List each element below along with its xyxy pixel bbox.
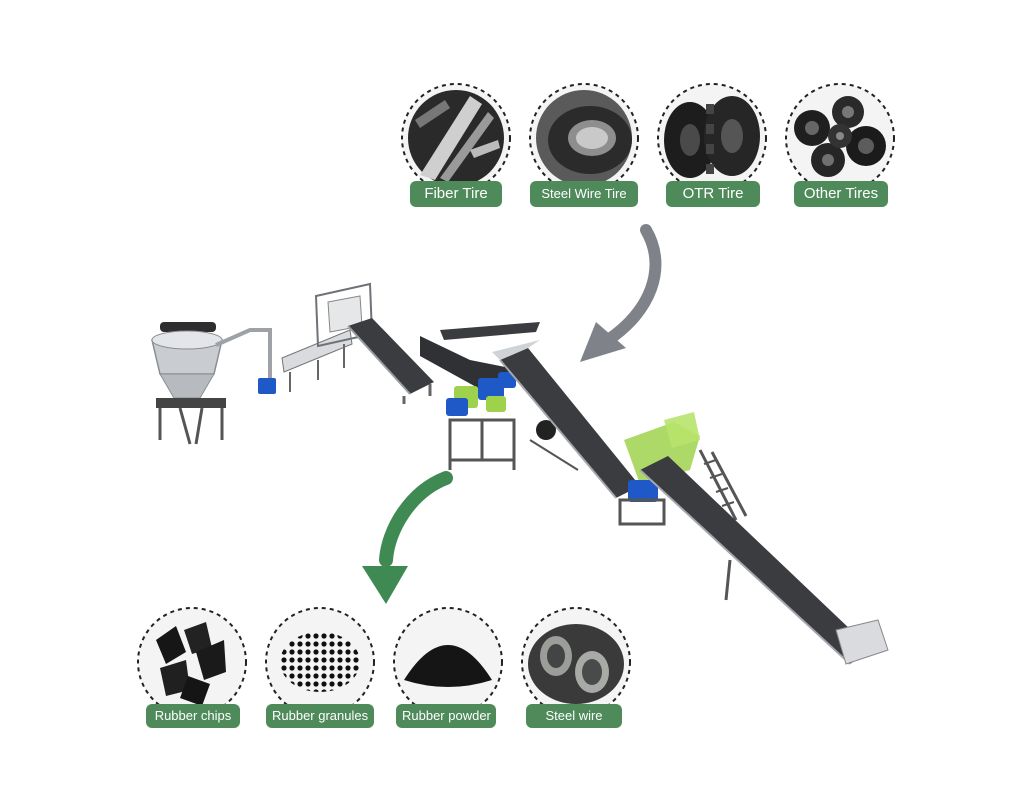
fiber-tire-icon <box>408 90 504 186</box>
input-other-tires <box>785 83 895 193</box>
badge-other-tires: Other Tires <box>794 181 888 207</box>
badge-fiber-tire-label: Fiber Tire <box>424 185 488 202</box>
input-flow-arrow <box>580 224 662 362</box>
otr-tire-icon <box>664 96 760 178</box>
badge-steel-wire-label: Steel wire <box>545 708 603 723</box>
input-otr-tire <box>657 83 767 193</box>
conveyor-1 <box>347 318 434 404</box>
rubber-powder-icon <box>404 645 492 687</box>
steel-wire-icon <box>528 624 624 704</box>
output-steel-wire <box>521 607 631 717</box>
rubber-granules-icon <box>280 632 360 692</box>
badge-otr-tire-label: OTR Tire <box>682 185 744 202</box>
tire-recycling-line-icon <box>151 282 889 665</box>
rubber-chips-icon <box>156 622 226 706</box>
badge-rubber-chips-label: Rubber chips <box>154 708 232 723</box>
output-rubber-granules <box>265 607 375 717</box>
steel-wire-tire-icon <box>536 90 632 186</box>
badge-fiber-tire: Fiber Tire <box>410 181 502 207</box>
badge-rubber-chips: Rubber chips <box>146 704 240 728</box>
other-tires-icon <box>794 96 886 177</box>
badge-other-tires-label: Other Tires <box>803 185 879 202</box>
badge-rubber-granules: Rubber granules <box>266 704 374 728</box>
input-steel-wire-tire <box>529 83 639 193</box>
badge-rubber-powder-label: Rubber powder <box>402 708 491 723</box>
conveyor-3 <box>639 456 889 665</box>
badge-steel-wire-tire-label: Steel Wire Tire <box>541 186 627 201</box>
badge-otr-tire: OTR Tire <box>666 181 760 207</box>
badge-rubber-granules-label: Rubber granules <box>272 708 369 723</box>
badge-steel-wire-tire: Steel Wire Tire <box>530 181 638 207</box>
input-fiber-tire <box>401 83 511 193</box>
cyclone-separator <box>151 322 276 445</box>
shredder-station <box>420 322 579 471</box>
badge-steel-wire: Steel wire <box>526 704 622 728</box>
output-flow-arrow <box>362 471 453 604</box>
output-rubber-chips <box>137 607 247 717</box>
output-rubber-powder <box>393 607 503 717</box>
badge-rubber-powder: Rubber powder <box>396 704 496 728</box>
conveyor-2 <box>492 340 640 499</box>
